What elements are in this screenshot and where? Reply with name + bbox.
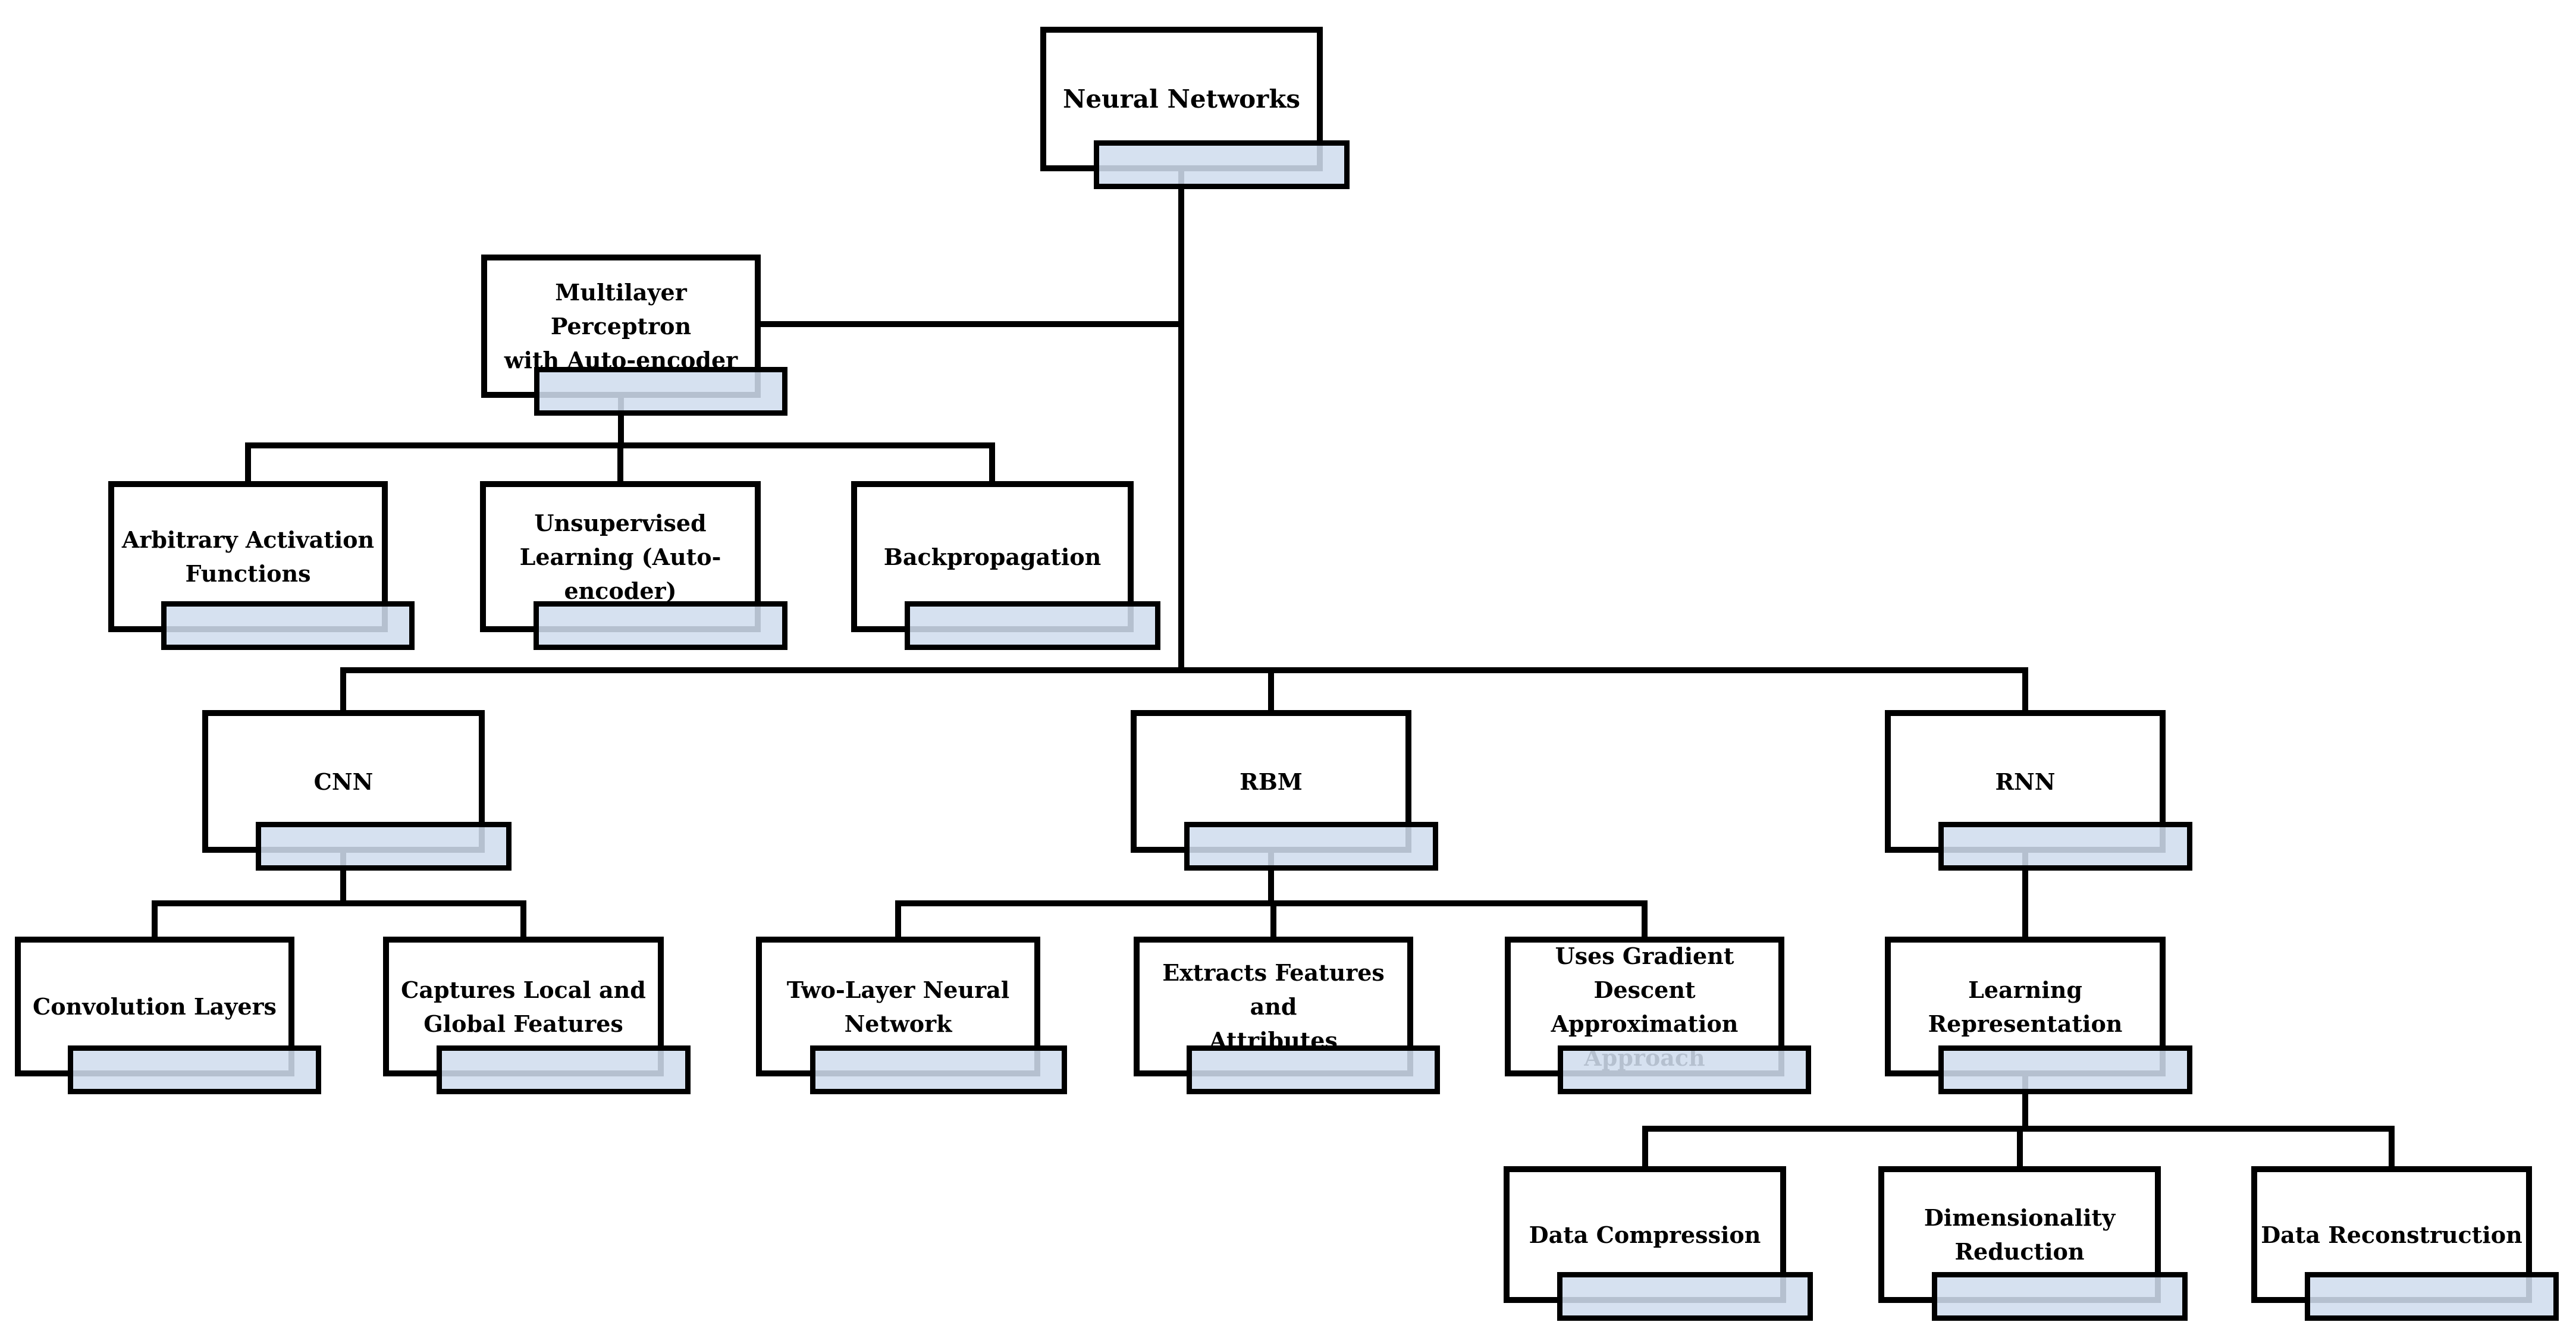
node-label: Arbitrary Activation Functions — [121, 526, 375, 587]
connector-drop-unsupervised-learning — [617, 442, 623, 484]
node-backpropagation: Backpropagation — [851, 481, 1161, 650]
node-multilayer-perceptron: Multilayer Perceptron with Auto-encoder — [481, 255, 787, 416]
node-arbitrary-activation: Arbitrary Activation Functions — [108, 481, 415, 650]
node-label: Neural Networks — [1062, 84, 1301, 114]
node-tab — [533, 601, 787, 650]
node-label: RBM — [1240, 768, 1303, 795]
connector-drop-rnn — [2022, 667, 2028, 713]
connector-drop-two-layer-network — [895, 900, 901, 940]
node-label: Dimensionality Reduction — [1924, 1204, 2116, 1265]
node-captures-features: Captures Local and Global Features — [383, 937, 691, 1094]
connector-rnn-to-learning-representation — [2022, 850, 2028, 940]
connector-drop-data-compression — [1642, 1126, 1648, 1169]
node-tab — [905, 601, 1161, 650]
node-tab — [436, 1045, 691, 1094]
node-tab — [809, 1045, 1068, 1094]
node-tab — [1094, 140, 1350, 189]
node-box: Extracts Features and Attributes — [1134, 937, 1413, 1076]
node-label: Learning Representation — [1928, 976, 2123, 1037]
node-label: Data Reconstruction — [2261, 1221, 2522, 1248]
node-tab — [1932, 1272, 2188, 1321]
node-label: Two-Layer Neural Network — [786, 976, 1010, 1037]
node-extracts-features: Extracts Features and Attributes — [1134, 937, 1440, 1094]
node-two-layer-network: Two-Layer Neural Network — [756, 937, 1068, 1094]
node-label: Unsupervised Learning (Auto- encoder) — [519, 509, 721, 604]
connector-mlp-drop — [618, 395, 624, 448]
connector-trunk-neural-networks — [1178, 169, 1184, 673]
connector-drop-rbm — [1268, 667, 1274, 713]
node-tab — [2304, 1272, 2559, 1321]
node-cnn: CNN — [202, 710, 512, 871]
node-convolution-layers: Convolution Layers — [15, 937, 321, 1094]
connector-cnn-down — [340, 850, 346, 906]
node-rnn: RNN — [1885, 710, 2192, 871]
node-label: RNN — [1995, 768, 2056, 795]
connector-drop-extracts-features — [1270, 900, 1276, 940]
node-dimensionality-reduction: Dimensionality Reduction — [1878, 1166, 2188, 1321]
node-tab — [1558, 1045, 1811, 1094]
connector-drop-data-reconstruction — [2389, 1126, 2395, 1169]
node-label: Extracts Features and Attributes — [1162, 959, 1385, 1054]
node-learning-representation: Learning Representation — [1885, 937, 2192, 1094]
node-unsupervised-learning: Unsupervised Learning (Auto- encoder) — [480, 481, 787, 650]
connector-cnn-children-branch — [152, 900, 526, 906]
node-gradient-descent: Uses Gradient Descent Approximation Appr… — [1505, 937, 1811, 1094]
node-label: Multilayer Perceptron with Auto-encoder — [504, 279, 738, 373]
node-label: Data Compression — [1529, 1221, 1761, 1248]
node-rbm: RBM — [1131, 710, 1438, 871]
connector-drop-arbitrary-activation — [245, 442, 251, 484]
connector-drop-cnn — [340, 667, 346, 713]
node-label: Captures Local and Global Features — [401, 976, 646, 1037]
node-label: CNN — [313, 768, 374, 795]
connector-main-branch — [340, 667, 2028, 673]
connector-drop-backpropagation — [989, 442, 995, 484]
node-neural-networks: Neural Networks — [1040, 27, 1350, 189]
node-tab — [256, 822, 512, 871]
node-tab — [1938, 1045, 2192, 1094]
node-label: Backpropagation — [883, 543, 1102, 570]
node-tab — [161, 601, 415, 650]
node-tab — [1557, 1272, 1813, 1321]
node-label: Convolution Layers — [33, 993, 277, 1020]
connector-drop-gradient-descent — [1642, 900, 1648, 940]
connector-drop-captures-features — [520, 900, 526, 940]
node-data-compression: Data Compression — [1504, 1166, 1813, 1321]
node-tab — [534, 367, 787, 416]
connector-drop-dimensionality-reduction — [2017, 1126, 2023, 1169]
connector-rbm-down — [1268, 850, 1274, 906]
connector-mlp-link — [761, 321, 1184, 327]
connector-learning-representation-down — [2022, 1074, 2028, 1132]
node-tab — [1184, 822, 1438, 871]
node-data-reconstruction: Data Reconstruction — [2251, 1166, 2559, 1321]
node-tab — [1187, 1045, 1440, 1094]
node-tab — [1938, 822, 2192, 871]
connector-drop-convolution-layers — [152, 900, 158, 940]
node-tab — [68, 1045, 321, 1094]
